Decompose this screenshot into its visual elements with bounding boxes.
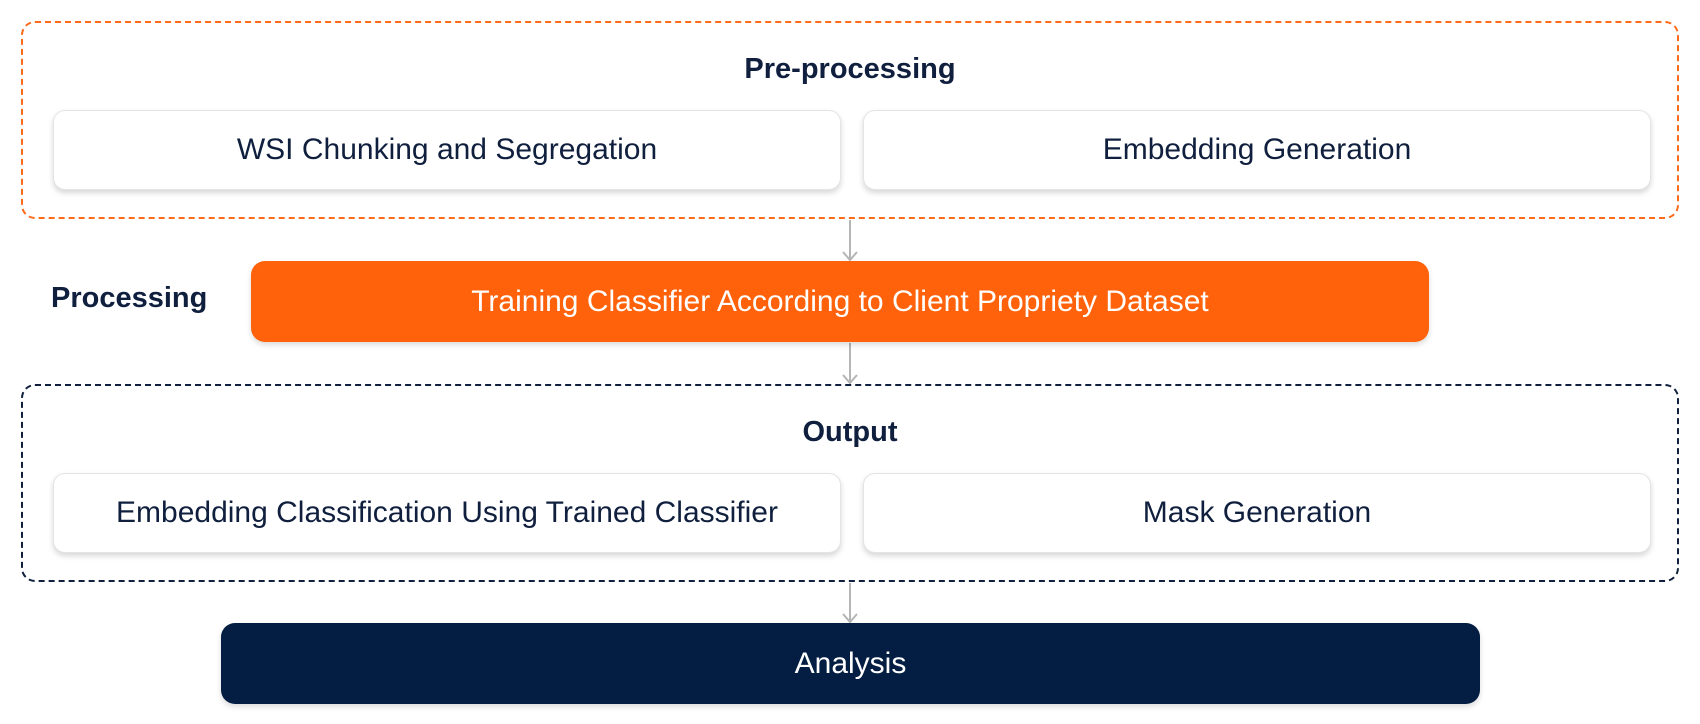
step-training-classifier: Training Classifier According to Client … xyxy=(251,261,1429,342)
step-embedding-generation: Embedding Generation xyxy=(863,110,1651,190)
output-title: Output xyxy=(802,416,898,448)
step-mask-generation: Mask Generation xyxy=(863,473,1651,553)
step-wsi-chunking: WSI Chunking and Segregation xyxy=(53,110,841,190)
output-group: Output Embedding Classification Using Tr… xyxy=(21,384,1679,582)
preprocessing-title: Pre-processing xyxy=(744,53,956,85)
step-embedding-classification: Embedding Classification Using Trained C… xyxy=(53,473,841,553)
preprocessing-group: Pre-processing WSI Chunking and Segregat… xyxy=(21,21,1679,219)
step-analysis: Analysis xyxy=(221,623,1480,704)
processing-label: Processing xyxy=(51,282,208,314)
